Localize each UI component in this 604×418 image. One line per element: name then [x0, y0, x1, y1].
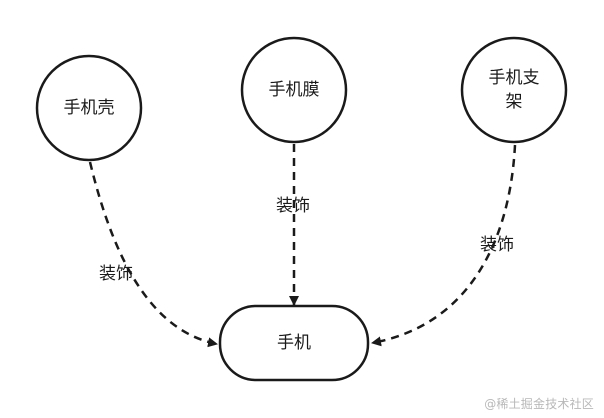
node-phone-stand-label-line-1: 手机支	[489, 68, 540, 88]
edge-label-film: 装饰	[276, 196, 310, 216]
watermark-text: @稀土掘金技术社区	[484, 397, 594, 411]
edge-label-stand: 装饰	[480, 235, 514, 255]
node-phone: 手机	[218, 304, 370, 382]
node-phone-stand: 手机支 架	[460, 36, 568, 144]
node-screen-film-label: 手机膜	[269, 80, 320, 100]
node-phone-case: 手机壳	[35, 54, 143, 162]
node-phone-case-label: 手机壳	[64, 98, 115, 118]
edge-label-case: 装饰	[99, 264, 133, 284]
node-phone-stand-label-line-2: 架	[506, 92, 523, 112]
edge-stand-to-phone	[371, 144, 517, 347]
node-phone-label: 手机	[277, 333, 311, 353]
node-screen-film: 手机膜	[240, 36, 348, 144]
edge-case-to-phone	[88, 161, 218, 348]
